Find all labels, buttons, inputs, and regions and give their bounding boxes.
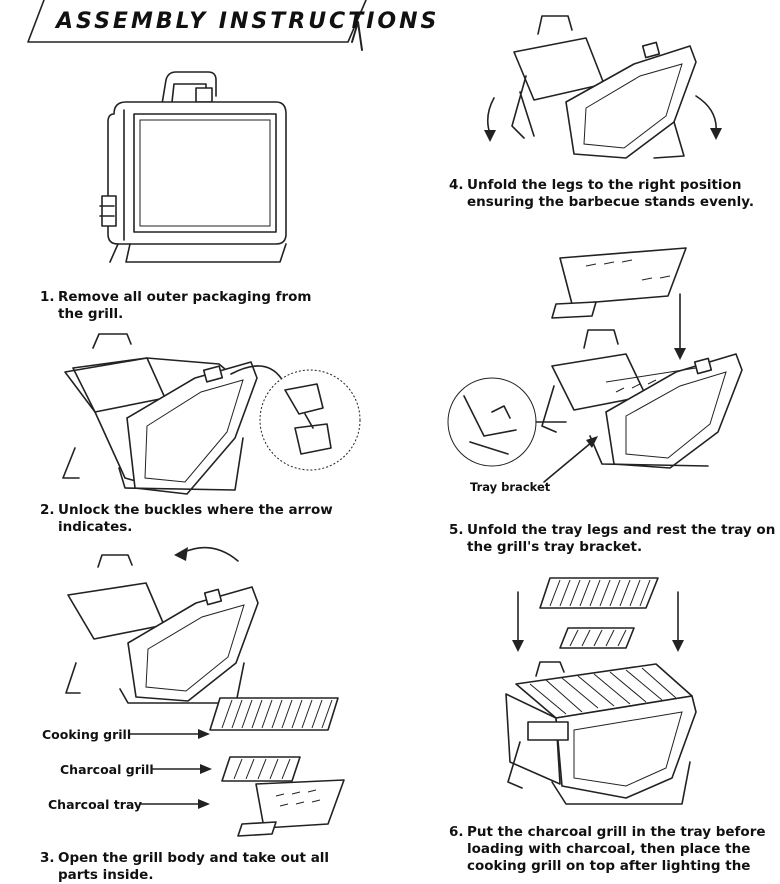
step-6-number: 6. xyxy=(449,824,464,840)
grill-with-legs-illustration xyxy=(484,15,722,159)
step-2-line-1: Unlock the buckles where the arrow xyxy=(58,502,333,518)
step-6-line-1: Put the charcoal grill in the tray befor… xyxy=(467,824,766,840)
charcoal-tray-part xyxy=(237,779,345,837)
charcoal-grill-part xyxy=(221,756,301,782)
tray-bracket-label: Tray bracket xyxy=(470,480,551,494)
charcoal-tray-arrow xyxy=(139,799,210,809)
step-2-number: 2. xyxy=(40,502,55,518)
open-grill-illustration xyxy=(65,546,259,704)
step-3-line-2: parts inside. xyxy=(58,867,154,883)
step-1-line-1: Remove all outer packaging from xyxy=(58,289,312,305)
closed-grill-illustration xyxy=(99,71,287,263)
step-4-line-1: Unfold the legs to the right position xyxy=(467,177,742,193)
tray-insert-illustration xyxy=(447,247,743,483)
step-6-line-3: cooking grill on top after lighting the xyxy=(467,858,751,874)
cooking-grill-arrow xyxy=(129,729,210,739)
unlocking-grill-illustration xyxy=(62,333,361,495)
step-4-text: 4.Unfold the legs to the right position … xyxy=(449,177,754,211)
step-3-number: 3. xyxy=(40,850,55,866)
final-grill-illustration xyxy=(505,577,697,805)
cooking-grill-part xyxy=(209,697,339,731)
step-6-text: 6.Put the charcoal grill in the tray bef… xyxy=(449,824,766,875)
cooking-grill-label: Cooking grill xyxy=(42,727,132,742)
step-6-line-2: loading with charcoal, then place the xyxy=(467,841,751,857)
step-4-number: 4. xyxy=(449,177,464,193)
step-2-line-2: indicates. xyxy=(58,519,133,535)
step-5-line-1: Unfold the tray legs and rest the tray o… xyxy=(467,522,776,538)
header-frame xyxy=(27,0,367,51)
step-5-line-2: the grill's tray bracket. xyxy=(467,539,643,555)
step-3-line-1: Open the grill body and take out all xyxy=(58,850,330,866)
step-5-text: 5.Unfold the tray legs and rest the tray… xyxy=(449,522,775,556)
step-1-number: 1. xyxy=(40,289,55,305)
step-3-text: 3.Open the grill body and take out all p… xyxy=(40,850,329,884)
step-1-text: 1.Remove all outer packaging from the gr… xyxy=(40,289,311,323)
step-2-text: 2.Unlock the buckles where the arrow ind… xyxy=(40,502,333,536)
charcoal-grill-arrow xyxy=(151,764,212,774)
step-4-line-2: ensuring the barbecue stands evenly. xyxy=(467,194,754,210)
charcoal-grill-label: Charcoal grill xyxy=(60,762,154,777)
page-title: ASSEMBLY INSTRUCTIONS xyxy=(56,9,440,34)
step-1-line-2: the grill. xyxy=(58,306,124,322)
step-5-number: 5. xyxy=(449,522,464,538)
charcoal-tray-label: Charcoal tray xyxy=(48,797,143,812)
